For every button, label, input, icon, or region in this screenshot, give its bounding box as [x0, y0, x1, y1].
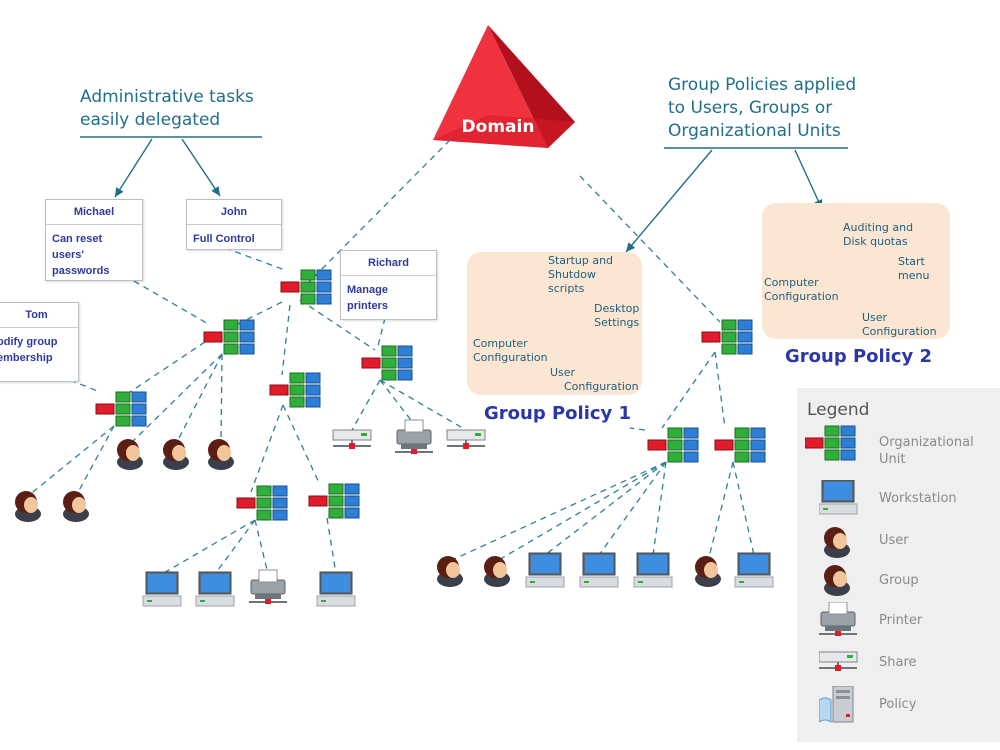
card-john[interactable]: John Full Control: [186, 199, 282, 250]
admin-annotation: Administrative tasks easily delegated: [80, 86, 254, 132]
organizational-unit-icon: [805, 425, 856, 461]
card-richard-name: Richard: [341, 251, 436, 276]
gp-annotation: Group Policies applied to Users, Groups …: [668, 74, 856, 143]
gp1-desktop-text: Desktop Settings: [594, 302, 639, 330]
gp-annotation-line-2: to Users, Groups or: [668, 98, 833, 118]
workstation-5[interactable]: [579, 552, 619, 588]
domain-label: Domain: [461, 117, 535, 137]
ou-node-i[interactable]: [647, 427, 699, 463]
policy-icon: [819, 686, 854, 723]
gp2-computer-line-2: Configuration: [764, 290, 839, 303]
gp1-startup-line-2: Shutdow: [548, 268, 596, 281]
gp1-desktop-line-2: Settings: [594, 316, 640, 329]
user-2[interactable]: [163, 439, 189, 470]
gp2-user-line-1: User: [862, 311, 888, 324]
gp1-startup-line-3: scripts: [548, 282, 585, 295]
legend-title: Legend: [807, 400, 870, 420]
card-richard-desc-2: printers: [347, 300, 388, 312]
legend-label-policy: Policy: [879, 697, 917, 712]
workstation-icon: [819, 480, 858, 515]
card-michael-name: Michael: [46, 200, 142, 225]
group-policy-1-title: Group Policy 1: [484, 403, 632, 424]
gp2-auditing-line-2: Disk quotas: [843, 235, 908, 248]
gp2-user-text: User Configuration: [862, 311, 937, 339]
ou-node-d[interactable]: [269, 372, 321, 408]
workstation-7[interactable]: [734, 552, 774, 588]
user-3[interactable]: [208, 439, 234, 470]
gp2-auditing-text: Auditing and Disk quotas: [843, 221, 913, 249]
domain-pyramid[interactable]: [433, 25, 575, 148]
gp-annotation-line-3: Organizational Units: [668, 121, 841, 141]
group-icon: [824, 565, 850, 596]
workstation-3[interactable]: [316, 571, 356, 607]
card-michael-desc-1: Can reset users': [52, 233, 103, 261]
legend-label-group: Group: [879, 573, 919, 588]
share-2[interactable]: [446, 429, 486, 449]
gp2-computer-line-1: Computer: [764, 276, 819, 289]
gp2-user-line-2: Configuration: [862, 325, 937, 338]
legend-label-user: User: [879, 533, 909, 548]
gp1-user-text: User Configuration: [548, 366, 639, 394]
gp2-startmenu-line-1: Start: [898, 255, 925, 268]
ou-node-e[interactable]: [361, 345, 413, 381]
gp1-desktop-line-1: Desktop: [594, 302, 640, 315]
card-john-desc-1: Full Control: [193, 233, 255, 245]
legend-label-unit: Unit: [879, 452, 906, 467]
gp2-computer-text: Computer Configuration: [764, 276, 839, 304]
card-michael-desc-2: passwords: [52, 265, 110, 277]
card-michael[interactable]: Michael Can reset users' passwords: [45, 199, 143, 281]
user-1[interactable]: [117, 439, 143, 470]
gp1-startup-text: Startup and Shutdow scripts: [548, 254, 613, 296]
legend-label-printer: Printer: [879, 613, 923, 628]
gp1-computer-line-2: Configuration: [473, 351, 548, 364]
ou-node-f[interactable]: [236, 485, 288, 521]
legend-label-share: Share: [879, 655, 917, 670]
gp1-startup-line-1: Startup and: [548, 254, 614, 267]
gp1-computer-line-1: Computer: [473, 337, 528, 350]
share-1[interactable]: [332, 429, 372, 449]
ou-node-h[interactable]: [701, 319, 753, 355]
ou-node-b[interactable]: [203, 319, 255, 355]
share-icon: [819, 651, 858, 671]
gp2-startmenu-line-2: menu: [898, 269, 930, 282]
legend-label-workstation: Workstation: [879, 491, 957, 506]
card-tom-name: Tom: [0, 303, 78, 328]
workstation-2[interactable]: [195, 571, 235, 607]
gp2-auditing-line-1: Auditing and: [843, 221, 914, 234]
user-5[interactable]: [63, 491, 89, 522]
card-tom-desc-1: odify group: [0, 336, 58, 348]
workstation-6[interactable]: [633, 552, 673, 588]
user-6[interactable]: [437, 556, 463, 587]
card-john-name: John: [187, 200, 281, 225]
printer-2[interactable]: [395, 419, 433, 454]
group-policy-1-box[interactable]: [467, 252, 642, 395]
printer-1[interactable]: [249, 569, 287, 604]
user-8[interactable]: [695, 556, 721, 587]
user-icon: [824, 527, 850, 558]
printer-icon: [819, 602, 857, 636]
card-richard-desc-1: Manage: [347, 284, 388, 296]
ou-node-c[interactable]: [95, 391, 147, 427]
group-policy-2-box[interactable]: [762, 203, 950, 339]
gp2-startmenu-text: Start menu: [898, 255, 929, 283]
admin-annotation-line-1: Administrative tasks: [80, 87, 254, 107]
group-policy-2-title: Group Policy 2: [785, 346, 933, 367]
card-tom-desc-2: embership: [0, 352, 53, 364]
legend-panel: Legend Organizational Unit Workstation U…: [797, 388, 1000, 742]
user-7[interactable]: [484, 556, 510, 587]
card-richard[interactable]: Richard Manage printers: [340, 250, 437, 320]
workstation-1[interactable]: [142, 571, 182, 607]
user-4[interactable]: [15, 491, 41, 522]
ou-node-a[interactable]: [280, 269, 332, 305]
gp-annotation-line-1: Group Policies applied: [668, 75, 857, 95]
gp1-computer-text: Computer Configuration: [473, 337, 548, 365]
workstation-4[interactable]: [525, 552, 565, 588]
ou-node-j[interactable]: [714, 427, 766, 463]
card-tom[interactable]: Tom odify group embership: [0, 302, 79, 382]
gp1-user-line-2: Configuration: [564, 380, 639, 393]
ou-node-g[interactable]: [308, 483, 360, 519]
admin-annotation-line-2: easily delegated: [80, 110, 221, 130]
legend-label-organizational: Organizational: [879, 435, 974, 450]
gp1-user-line-1: User: [550, 366, 576, 379]
